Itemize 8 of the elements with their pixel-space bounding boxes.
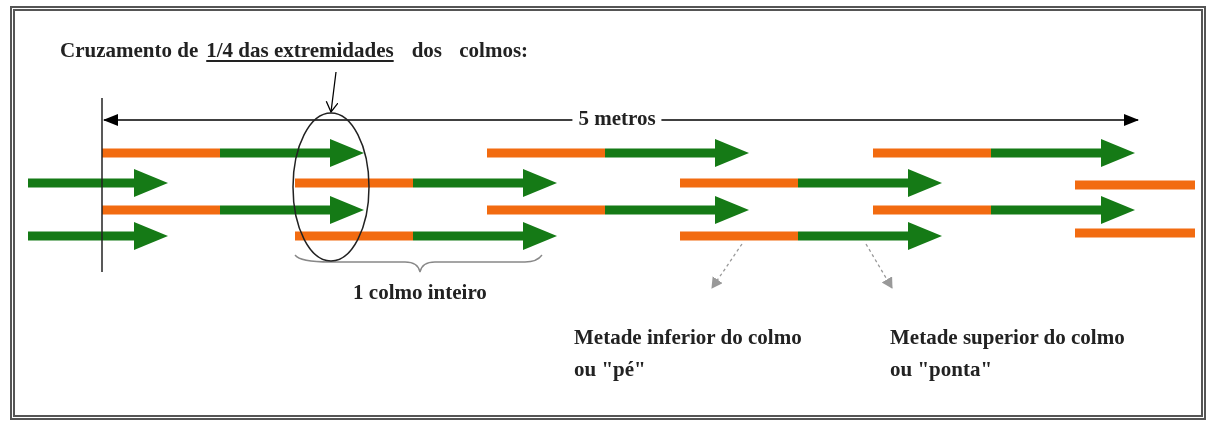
arrow [325, 71, 339, 113]
annotation-text: Metade superior do colmo ou "ponta" [890, 324, 1126, 383]
heading-text: Cruzamento de [60, 38, 199, 63]
arrow [711, 243, 743, 289]
heading-text: dos colmos: [411, 38, 529, 63]
heading-text: 1/4 das extremidades [206, 38, 394, 63]
arrow [865, 243, 893, 289]
annotation-text: Metade inferior do colmo ou "pé" [574, 324, 803, 383]
